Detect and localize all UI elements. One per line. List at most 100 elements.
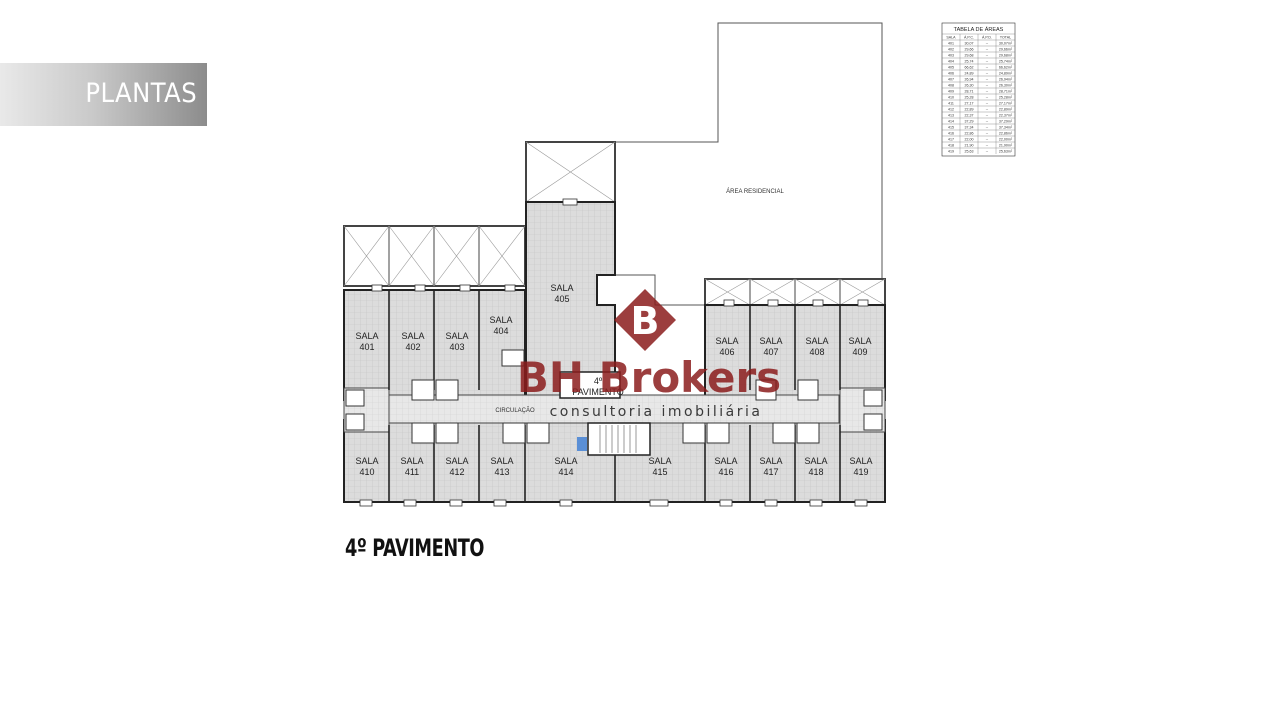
table-cell: -- bbox=[986, 149, 989, 153]
room-408-number: 408 bbox=[809, 347, 824, 357]
table-cell: 417 bbox=[948, 137, 954, 141]
void-405 bbox=[525, 141, 616, 203]
room-410-word: SALA bbox=[355, 456, 378, 466]
table-cell: 25,74m² bbox=[999, 59, 1013, 63]
table-cell: 418 bbox=[948, 143, 954, 147]
table-cell: 37,29m² bbox=[999, 119, 1013, 123]
brand-tagline: consultoria imobiliária bbox=[550, 404, 763, 420]
table-cell: -- bbox=[986, 83, 989, 87]
room-401-number: 401 bbox=[359, 342, 374, 352]
table-cell: 25,63 bbox=[965, 149, 974, 153]
table-cell: 22,37m² bbox=[999, 113, 1013, 117]
room-405-number: 405 bbox=[554, 294, 569, 304]
table-cell: 30,07m² bbox=[999, 41, 1013, 45]
table-cell: -- bbox=[986, 47, 989, 51]
table-cell: 413 bbox=[948, 113, 954, 117]
room-walls bbox=[388, 290, 841, 502]
room-402-number: 402 bbox=[405, 342, 420, 352]
svg-text:B: B bbox=[631, 299, 660, 343]
table-cell: -- bbox=[986, 119, 989, 123]
table-cell: 29,66m² bbox=[999, 47, 1013, 51]
table-cell: -- bbox=[986, 107, 989, 111]
room-415-word: SALA bbox=[648, 456, 671, 466]
room-labels-top-left: SALA 401 SALA 402 SALA 403 SALA 404 bbox=[355, 315, 512, 352]
table-cell: 26,94 bbox=[965, 77, 974, 81]
bathrooms bbox=[345, 349, 883, 444]
brand-logo-icon: B bbox=[614, 289, 676, 351]
section-banner: PLANTAS bbox=[0, 63, 207, 126]
room-407-number: 407 bbox=[763, 347, 778, 357]
room-405-word: SALA bbox=[550, 283, 573, 293]
room-404-number: 404 bbox=[493, 326, 508, 336]
table-cell: 406 bbox=[948, 71, 954, 75]
balcony-top-left bbox=[343, 225, 526, 287]
room-411-number: 411 bbox=[405, 467, 419, 477]
table-cell: -- bbox=[986, 101, 989, 105]
room-406-number: 406 bbox=[719, 347, 734, 357]
table-cell: 29,68m² bbox=[999, 53, 1013, 57]
table-cell: 66,62 bbox=[965, 65, 974, 69]
table-cell: 22,89 bbox=[965, 107, 974, 111]
table-cell: 411 bbox=[948, 101, 954, 105]
room-407-word: SALA bbox=[759, 336, 782, 346]
table-cell: 24,89m² bbox=[999, 71, 1013, 75]
table-cell: 25,28m² bbox=[999, 95, 1013, 99]
room-403-number: 403 bbox=[449, 342, 464, 352]
table-cell: 25,28 bbox=[965, 95, 974, 99]
room-409-word: SALA bbox=[848, 336, 871, 346]
table-cell: -- bbox=[986, 137, 989, 141]
table-cell: -- bbox=[986, 113, 989, 117]
room-402-word: SALA bbox=[401, 331, 424, 341]
room-410-number: 410 bbox=[359, 467, 374, 477]
table-cell: -- bbox=[986, 77, 989, 81]
room-412-number: 412 bbox=[449, 467, 464, 477]
table-cell: 28,71m² bbox=[999, 89, 1013, 93]
stair-core: 4º PAVIMENTO bbox=[559, 371, 651, 456]
table-cell: 37,34 bbox=[965, 125, 974, 129]
room-401-word: SALA bbox=[355, 331, 378, 341]
room-413-number: 413 bbox=[494, 467, 509, 477]
table-cell: 415 bbox=[948, 125, 954, 129]
table-cell: -- bbox=[986, 125, 989, 129]
accessibility-icon bbox=[577, 437, 587, 451]
windows bbox=[359, 198, 869, 507]
table-header-cell: SALA bbox=[946, 35, 956, 39]
brand-name: BH Brokers bbox=[517, 353, 781, 402]
table-cell: 25,74 bbox=[965, 59, 974, 63]
table-cell: 419 bbox=[948, 149, 954, 153]
table-cell: 410 bbox=[948, 95, 954, 99]
area-table-title: TABELA DE ÁREAS bbox=[954, 26, 1004, 33]
table-cell: -- bbox=[986, 131, 989, 135]
room-labels-bottom: SALA 410 SALA 411 SALA 412 SALA 413 SALA… bbox=[355, 456, 872, 477]
watermark: B BH Brokers consultoria imobiliária bbox=[517, 289, 781, 420]
table-cell: -- bbox=[986, 59, 989, 63]
room-412-word: SALA bbox=[445, 456, 468, 466]
room-414-word: SALA bbox=[554, 456, 577, 466]
table-cell: -- bbox=[986, 41, 989, 45]
table-cell: 66,62m² bbox=[999, 65, 1013, 69]
table-cell: 29,68 bbox=[965, 53, 974, 57]
table-cell: 22,00 bbox=[965, 137, 974, 141]
table-cell: 30,07 bbox=[965, 41, 974, 45]
table-cell: 26,30 bbox=[965, 83, 974, 87]
table-cell: 22,37 bbox=[965, 113, 974, 117]
table-cell: 24,89 bbox=[965, 71, 974, 75]
table-cell: 405 bbox=[948, 65, 954, 69]
residential-area bbox=[614, 22, 883, 306]
table-cell: -- bbox=[986, 53, 989, 57]
table-cell: 404 bbox=[948, 59, 954, 63]
room-labels-405: SALA 405 bbox=[550, 283, 573, 304]
table-cell: 409 bbox=[948, 89, 954, 93]
room-417-word: SALA bbox=[759, 456, 782, 466]
room-418-number: 418 bbox=[808, 467, 823, 477]
table-cell: 408 bbox=[948, 83, 954, 87]
section-title: PLANTAS bbox=[85, 78, 197, 109]
floor-title: 4º PAVIMENTO bbox=[345, 534, 485, 562]
room-417-number: 417 bbox=[763, 467, 778, 477]
table-header-cell: Á.P.C. bbox=[964, 35, 974, 39]
room-411-word: SALA bbox=[400, 456, 423, 466]
room-419-word: SALA bbox=[849, 456, 872, 466]
room-406-word: SALA bbox=[715, 336, 738, 346]
